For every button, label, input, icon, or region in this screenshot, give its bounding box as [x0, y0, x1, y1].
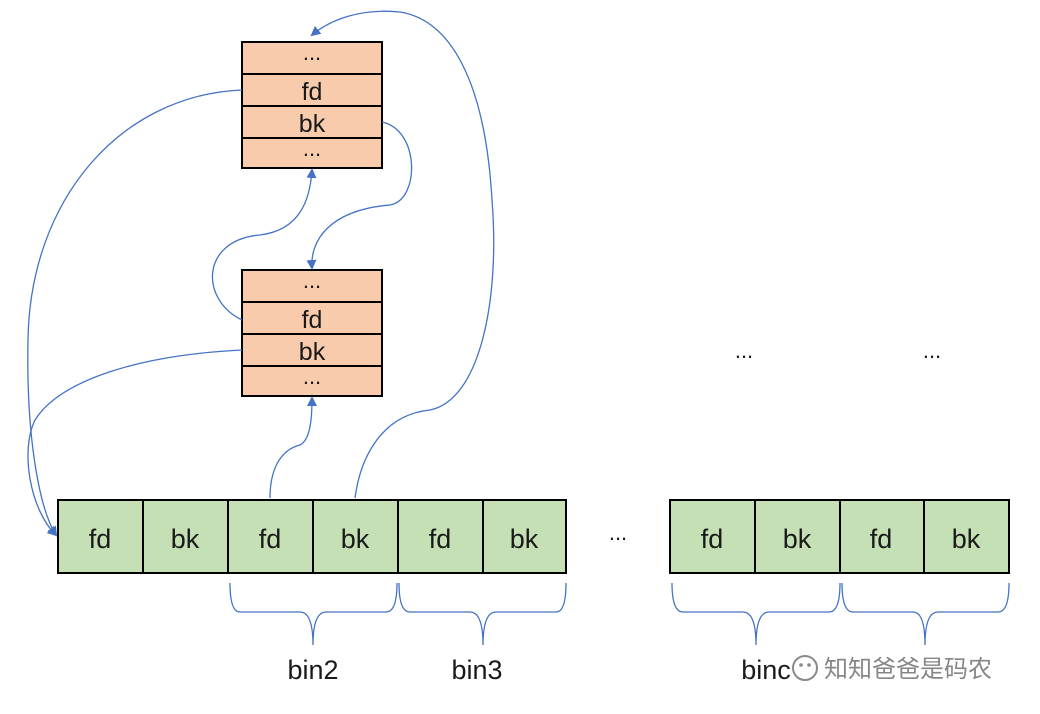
bin-cell-right-label-2: fd: [870, 524, 893, 554]
binc-brace-1: [671, 582, 841, 646]
bin-cell-right-1: [754, 499, 841, 574]
arrow-mid-bk-to-bin0: [27, 349, 243, 537]
bin-cell-label-5: bk: [510, 524, 539, 554]
bin-cell-right-label-3: bk: [952, 524, 981, 554]
bin-cell-label-2: fd: [259, 524, 282, 554]
bin3-brace: [398, 582, 567, 646]
bin-cell-5: [482, 499, 567, 574]
bin-cell-right-label-0: fd: [701, 524, 724, 554]
bin-cell-4: [397, 499, 484, 574]
bin-cell-label-4: fd: [429, 524, 452, 554]
bin-cell-right-label-1: bk: [783, 524, 812, 554]
chunk-mid-label-bk: bk: [299, 338, 326, 366]
chunk-top-label-0: ...: [303, 40, 321, 65]
watermark: 知知爸爸是码农: [792, 655, 992, 683]
chunk-top-label-bk: bk: [299, 110, 326, 138]
arrow-top-bk-to-mid: [306, 121, 413, 270]
bin-label-binc: binc: [741, 655, 791, 685]
bin-cell-label-1: bk: [171, 524, 200, 554]
bin-cell-right-3: [923, 499, 1010, 574]
arrow-mid-fd-to-top: [211, 168, 317, 321]
bin-cell-right-2: [839, 499, 925, 574]
upper-ellipsis-2: ...: [923, 338, 941, 363]
upper-ellipsis-1: ...: [735, 338, 753, 363]
arrow-bin2-bk-to-top: [310, 10, 495, 499]
arrow-bin2-fd-to-mid: [269, 396, 317, 499]
chunk-mid: ... fd bk ...: [241, 268, 383, 397]
bins-row-right: fd bk fd bk: [669, 499, 1010, 574]
wechat-icon: [792, 655, 818, 681]
bin-cell-label-0: fd: [89, 524, 112, 554]
chunk-top-field-3: [241, 137, 383, 169]
bin-cell-3: [312, 499, 399, 574]
row-gap-ellipsis: ...: [609, 520, 627, 545]
bin-cell-label-3: bk: [341, 524, 370, 554]
bins-row-left: fd bk fd bk fd bk: [57, 499, 567, 574]
chunk-top-label-3: ...: [303, 136, 321, 161]
chunk-mid-label-fd: fd: [302, 306, 323, 334]
chunk-mid-label-3: ...: [303, 364, 321, 389]
chunk-mid-field-1: [241, 301, 383, 335]
chunk-mid-field-3: [241, 365, 383, 397]
chunk-top: ... fd bk ...: [241, 40, 383, 169]
binc-brace-2: [841, 582, 1010, 646]
chunk-top-label-fd: fd: [302, 78, 323, 106]
bin-cell-1: [142, 499, 229, 574]
bin-cell-0: [57, 499, 144, 574]
chunk-mid-label-0: ...: [303, 268, 321, 293]
bin2-brace: [229, 582, 398, 646]
arrow-top-fd-to-bin0: [27, 89, 243, 537]
bin-label-bin2: bin2: [287, 655, 338, 685]
bin-label-bin3: bin3: [451, 655, 502, 685]
watermark-text: 知知爸爸是码农: [824, 655, 992, 683]
